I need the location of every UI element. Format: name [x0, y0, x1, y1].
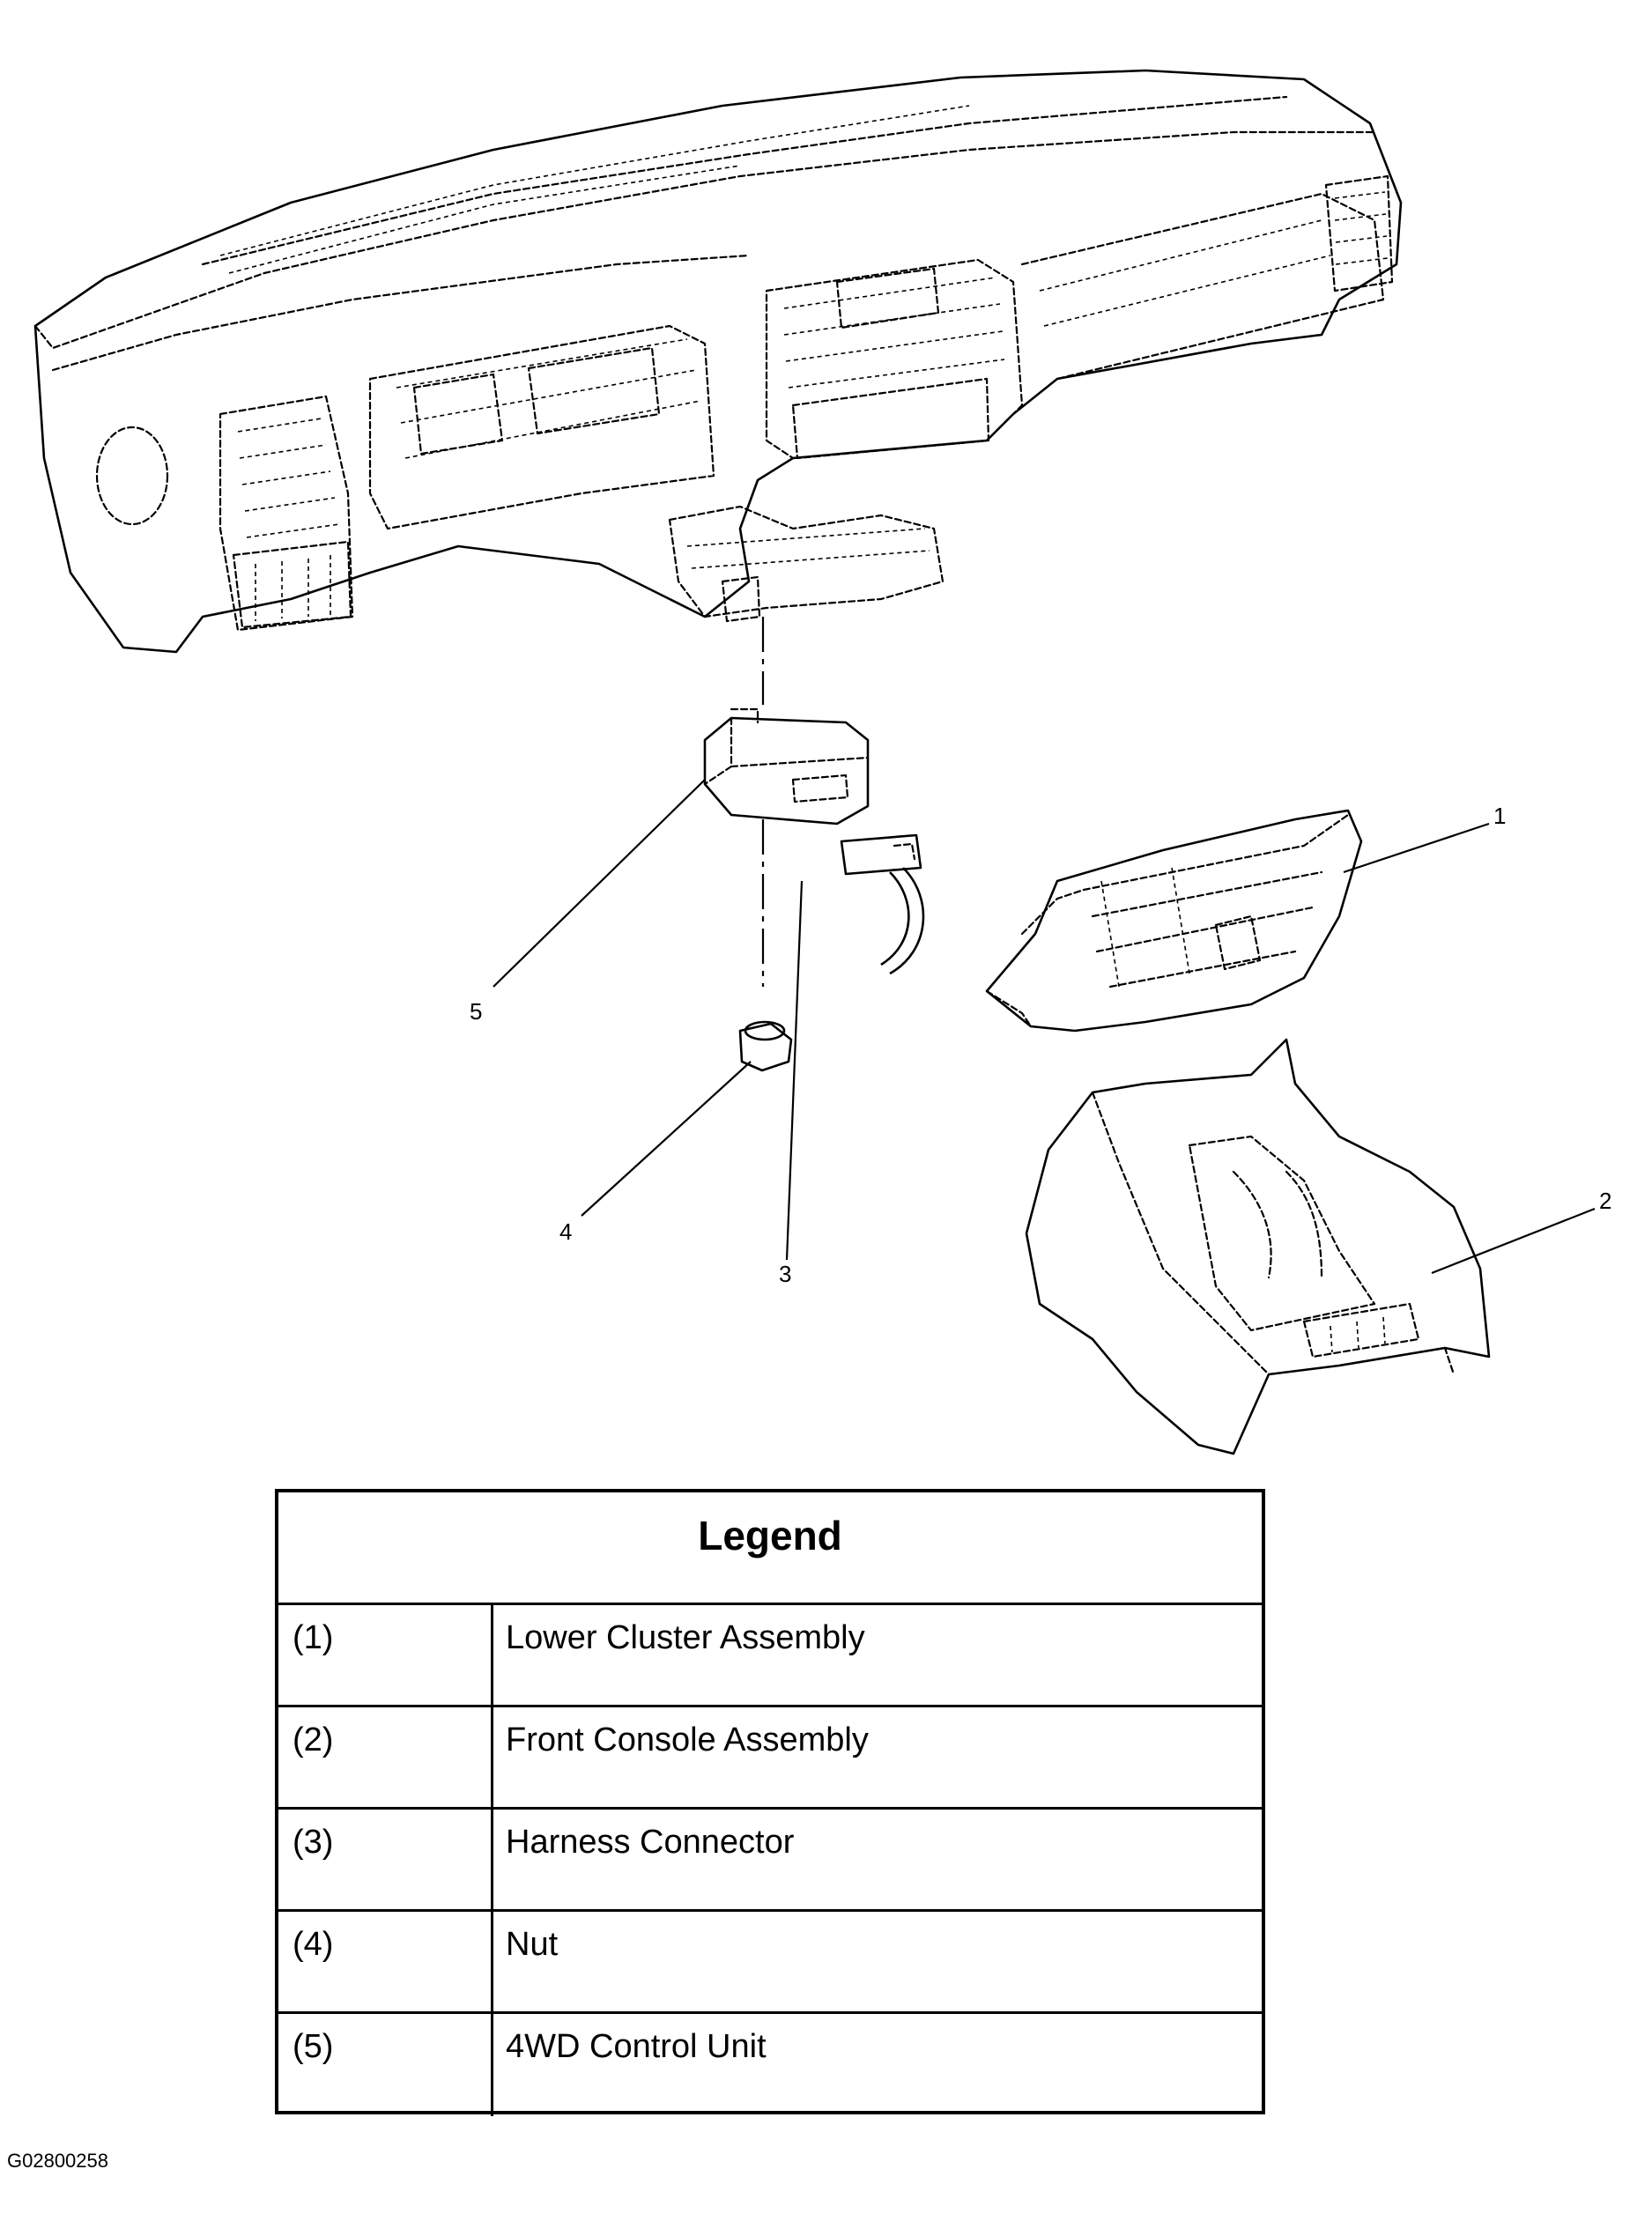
legend-header: Legend [278, 1492, 1262, 1605]
legend-row-number: (1) [278, 1605, 493, 1705]
lower-cluster-assembly-drawing [985, 809, 1363, 1033]
legend-row-description: Harness Connector [506, 1824, 795, 1861]
leader-line-4 [581, 1061, 752, 1217]
nut-drawing [738, 1020, 793, 1072]
callout-2: 2 [1599, 1188, 1611, 1214]
leader-line-1 [1343, 822, 1490, 874]
legend-row: (1) Lower Cluster Assembly [278, 1605, 1262, 1707]
exploded-parts-diagram: 1 2 3 4 5 [33, 69, 1611, 1455]
legend-title: Legend [698, 1513, 842, 1558]
callout-5: 5 [470, 998, 482, 1025]
4wd-control-unit-drawing [703, 707, 870, 825]
legend-row-description: Lower Cluster Assembly [506, 1619, 865, 1656]
legend-row-description: 4WD Control Unit [506, 2028, 767, 2065]
callout-3: 3 [779, 1261, 791, 1287]
legend-row-description: Nut [506, 1926, 559, 1963]
legend-row: (4) Nut [278, 1912, 1262, 2014]
document-id: G02800258 [7, 2150, 108, 2172]
instrument-panel-drawing [33, 69, 1403, 654]
callout-1: 1 [1493, 803, 1506, 829]
legend-row-description: Front Console Assembly [506, 1721, 869, 1758]
legend-row-number: (5) [278, 2014, 493, 2116]
harness-connector-drawing [840, 833, 925, 975]
leader-line-5 [493, 779, 706, 988]
front-console-assembly-drawing [1025, 1038, 1491, 1455]
legend-row: (2) Front Console Assembly [278, 1707, 1262, 1810]
legend-row: (3) Harness Connector [278, 1810, 1262, 1912]
leader-line-2 [1431, 1207, 1596, 1275]
legend-row-number: (2) [278, 1707, 493, 1807]
callout-4: 4 [559, 1218, 572, 1245]
legend-table: Legend (1) Lower Cluster Assembly (2) Fr… [275, 1489, 1265, 2116]
leader-line-3 [785, 880, 804, 1261]
legend-row: (5) 4WD Control Unit [278, 2014, 1262, 2116]
legend-row-number: (4) [278, 1912, 493, 2011]
legend-row-number: (3) [278, 1810, 493, 1909]
